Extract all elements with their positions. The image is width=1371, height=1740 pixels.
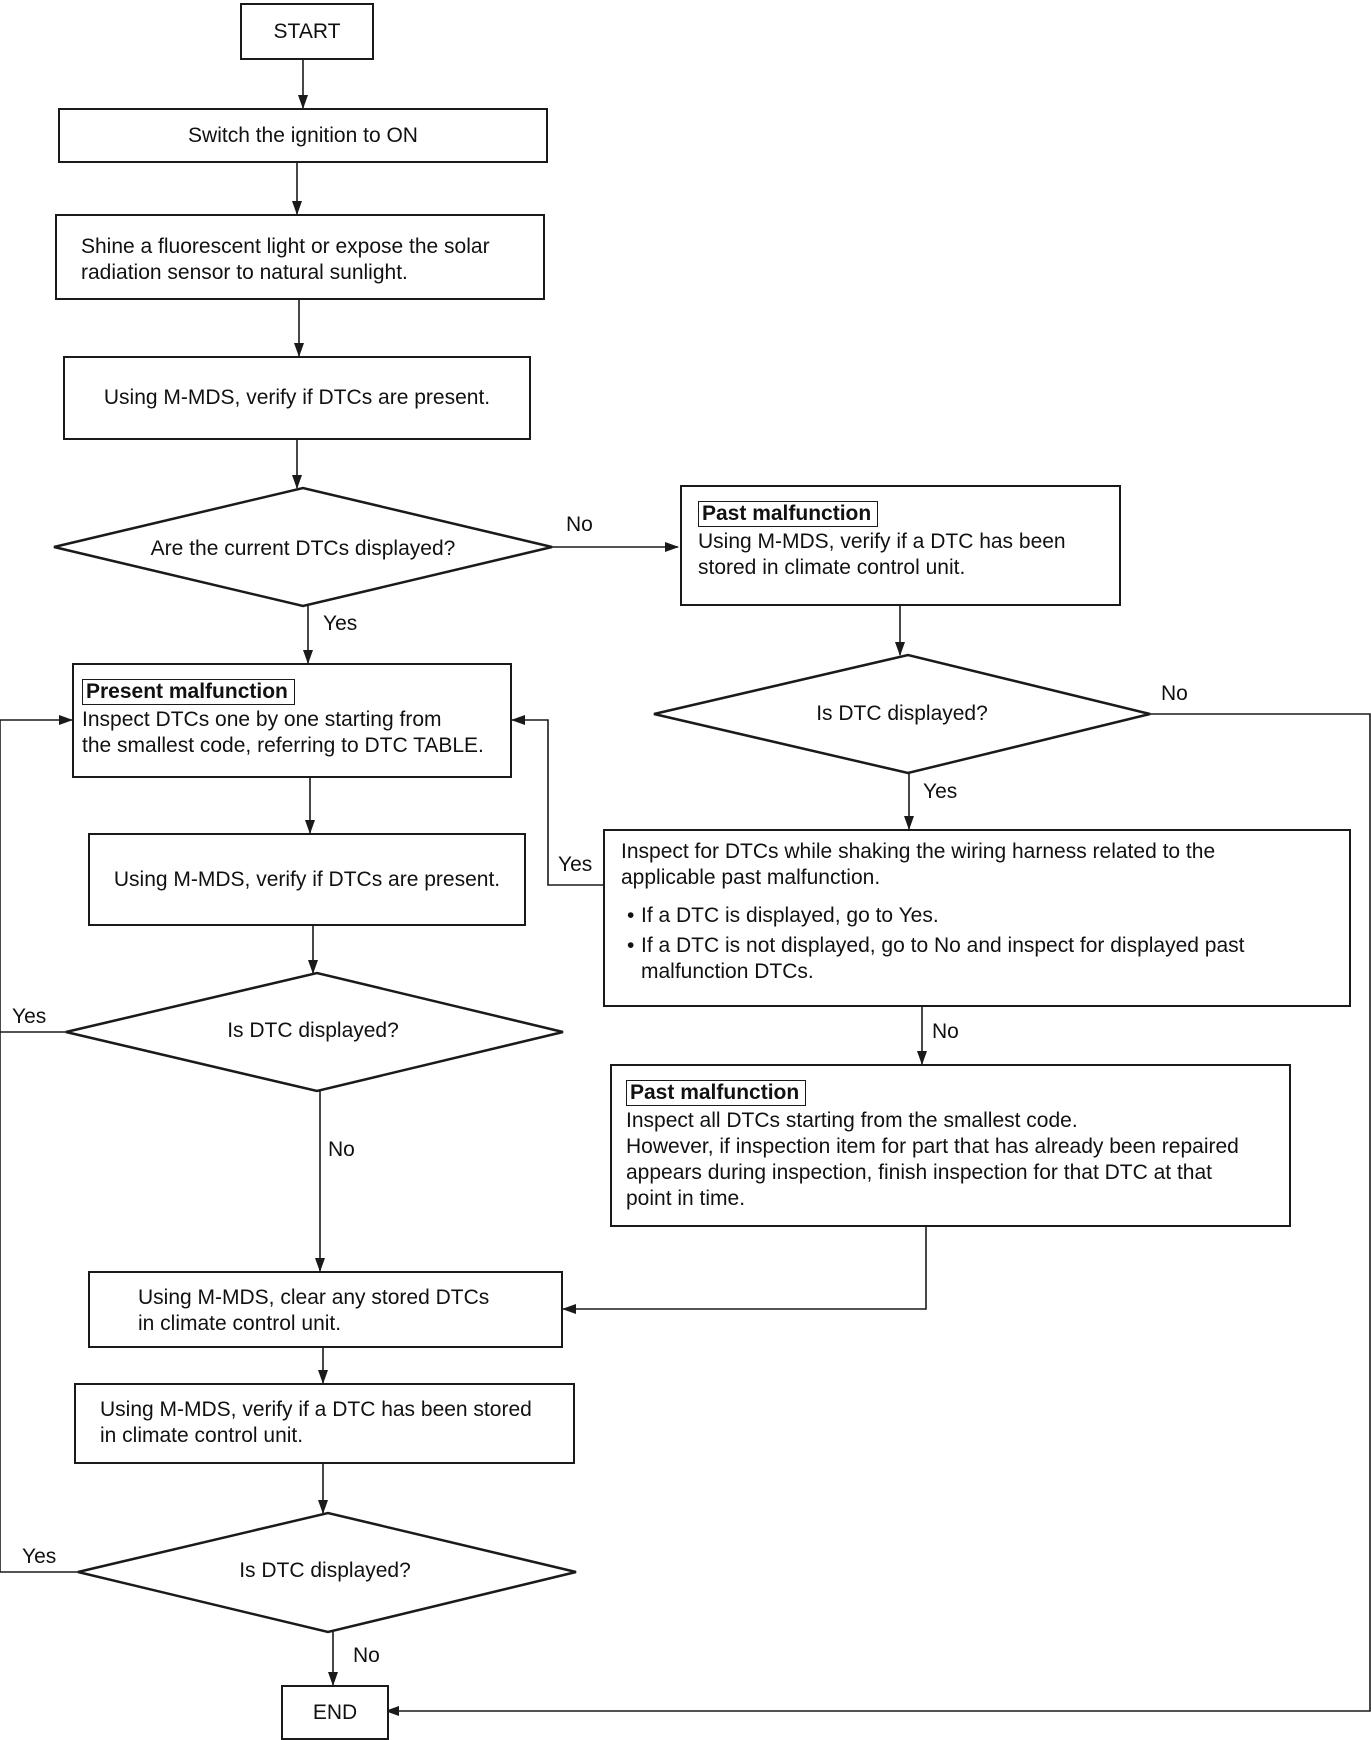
past-malfunction-check-box: Past malfunction Using M-MDS, verify if … [680, 485, 1121, 606]
past1-line-2: stored in climate control unit. [698, 556, 966, 579]
shake-line-1: Inspect for DTCs while shaking the wirin… [621, 840, 1216, 863]
arrow-past2-clear [562, 1227, 927, 1314]
past-malfunction-tag-1: Past malfunction [698, 501, 879, 527]
shake-line-2: applicable past malfunction. [621, 866, 881, 889]
past2-line-4: point in time. [626, 1187, 746, 1210]
past2-line-1: Inspect all DTCs starting from the small… [626, 1109, 1078, 1132]
ignition-step: Switch the ignition to ON [58, 108, 548, 163]
decision-mid-dtc [65, 971, 564, 1093]
verify-dtcs-step-2: Using M-MDS, verify if DTCs are present. [88, 833, 526, 926]
shine-line-2: radiation sensor to natural sunlight. [81, 261, 408, 284]
shake-bullet-2-line-2: malfunction DTCs. [641, 960, 814, 983]
end-terminal: END [281, 1685, 389, 1740]
verify-stored-dtc-step: Using M-MDS, verify if a DTC has been st… [74, 1383, 575, 1464]
past2-line-2: However, if inspection item for part tha… [626, 1135, 1239, 1158]
present-line-2: the smallest code, referring to DTC TABL… [82, 734, 484, 757]
start-terminal: START [240, 3, 374, 60]
edge-label-final-no: No [353, 1644, 380, 1667]
edge-label-past-no: No [1161, 682, 1188, 705]
shake-bullet-1: If a DTC is displayed, go to Yes. [621, 903, 1349, 929]
decision-current-dtcs [53, 486, 553, 608]
present-malfunction-tag: Present malfunction [82, 679, 295, 705]
shine-light-step: Shine a fluorescent light or expose the … [55, 214, 545, 300]
decision-final-dtc [77, 1511, 577, 1634]
shake-bullet-list: If a DTC is displayed, go to Yes. If a D… [621, 903, 1349, 985]
edge-label-current-no: No [566, 513, 593, 536]
verify3-line-1: Using M-MDS, verify if a DTC has been st… [100, 1398, 532, 1421]
edge-label-shake-yes: Yes [558, 853, 593, 876]
verify-dtcs-step-1: Using M-MDS, verify if DTCs are present. [63, 356, 531, 440]
ignition-step-text: Switch the ignition to ON [188, 123, 418, 147]
past-malfunction-tag-2: Past malfunction [626, 1080, 807, 1106]
clear-line-2: in climate control unit. [138, 1312, 342, 1335]
shake-bullet-2-line-1: If a DTC is not displayed, go to No and … [641, 934, 1245, 957]
past2-line-3: appears during inspection, finish inspec… [626, 1161, 1212, 1184]
shake-harness-box: Inspect for DTCs while shaking the wirin… [603, 829, 1351, 1007]
edge-label-mid-no: No [328, 1138, 355, 1161]
shine-line-1: Shine a fluorescent light or expose the … [81, 235, 490, 258]
start-label: START [273, 19, 341, 43]
decision-mid-text: Is DTC displayed? [227, 1019, 399, 1042]
decision-past-dtc [653, 653, 1151, 775]
decision-final-text: Is DTC displayed? [239, 1559, 411, 1582]
end-label: END [312, 1700, 358, 1724]
arrow-decision-mid-yes [0, 715, 73, 1033]
arrow-decision-final-yes [0, 1032, 78, 1573]
verify3-line-2: in climate control unit. [100, 1424, 304, 1447]
edge-label-current-yes: Yes [323, 612, 358, 635]
shake-bullet-2: If a DTC is not displayed, go to No and … [621, 933, 1349, 985]
arrow-decision-past-no [385, 713, 1371, 1716]
clear-line-1: Using M-MDS, clear any stored DTCs [138, 1286, 490, 1309]
past-malfunction-inspect-box: Past malfunction Inspect all DTCs starti… [610, 1064, 1291, 1227]
past1-line-1: Using M-MDS, verify if a DTC has been [698, 530, 1066, 553]
decision-current-text: Are the current DTCs displayed? [150, 537, 456, 560]
edge-label-shake-no: No [932, 1020, 959, 1043]
edge-label-past-yes: Yes [923, 780, 958, 803]
edge-label-mid-yes: Yes [12, 1005, 47, 1028]
verify2-text: Using M-MDS, verify if DTCs are present. [113, 867, 501, 891]
verify1-text: Using M-MDS, verify if DTCs are present. [103, 386, 491, 409]
present-line-1: Inspect DTCs one by one starting from [82, 708, 442, 731]
arrow-shake-yes [511, 715, 603, 886]
shake-bullet-1-text: If a DTC is displayed, go to Yes. [641, 904, 939, 927]
present-malfunction-box: Present malfunction Inspect DTCs one by … [72, 663, 512, 778]
decision-past-text: Is DTC displayed? [816, 702, 988, 725]
edge-label-final-yes: Yes [22, 1545, 57, 1568]
clear-dtcs-step: Using M-MDS, clear any stored DTCs in cl… [88, 1271, 563, 1348]
